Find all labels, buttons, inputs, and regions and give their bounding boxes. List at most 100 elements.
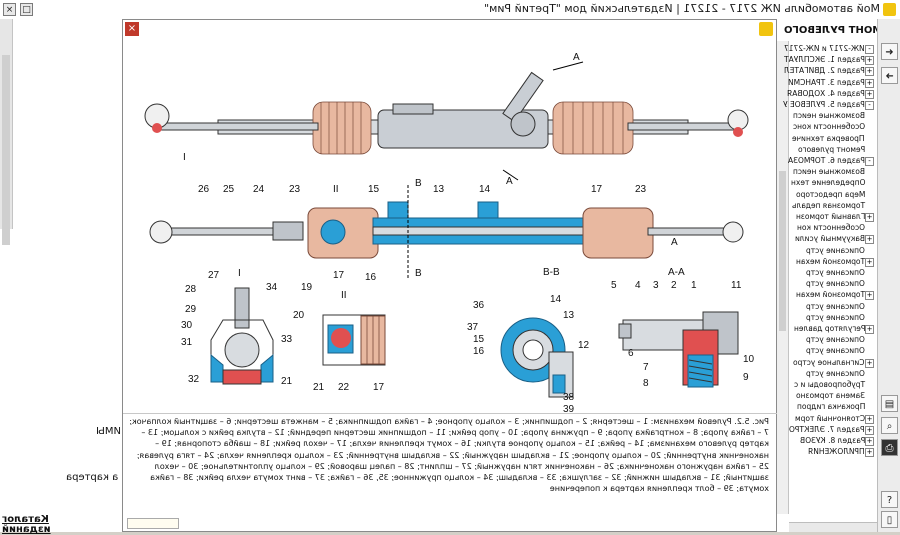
tree-item[interactable]: Проверка техниче: [789, 133, 865, 144]
tree-item[interactable]: Стояночный торм: [789, 413, 865, 424]
expand-icon[interactable]: +: [865, 425, 874, 435]
tree-item[interactable]: Раздел 2. ДВИГАТЕЛ: [784, 65, 865, 76]
folder-icon[interactable]: ▤: [881, 395, 898, 412]
tree-horizontal-scrollbar[interactable]: [789, 522, 877, 532]
expand-icon[interactable]: +: [865, 448, 874, 458]
tree-item[interactable]: Описание устр: [789, 368, 865, 379]
callout-27: 27: [208, 270, 220, 281]
tree-item-label: Описание устр: [806, 301, 865, 311]
app-title: Мой автомобиль ИЖ 2717 - 21271 | Издател…: [483, 2, 880, 15]
callout-9: 9: [743, 372, 749, 383]
detail-II-inner-joint: [322, 314, 386, 366]
tree-item[interactable]: Описание устр: [789, 278, 865, 289]
tree-item-label: Описание устр: [806, 268, 865, 277]
tree-item[interactable]: Регулятор давлен: [789, 323, 865, 334]
collapse-icon[interactable]: -: [865, 45, 874, 54]
expand-icon[interactable]: +: [865, 56, 874, 66]
left-scrollbar[interactable]: [0, 19, 13, 245]
expand-icon[interactable]: +: [865, 325, 874, 334]
tree-item[interactable]: ПРИЛОЖЕНИЯ: [789, 446, 865, 457]
callout-14-mid: 14: [479, 184, 491, 195]
tree-item[interactable]: Мера предосторо: [789, 189, 865, 200]
expand-icon[interactable]: +: [865, 257, 874, 267]
tree-item[interactable]: Раздел 1. ЭКСПЛУАТ: [784, 54, 865, 65]
tree-item[interactable]: Описание устр: [789, 301, 865, 312]
tree-item-label: Описание устр: [806, 346, 865, 356]
tree-item[interactable]: Описание устр: [789, 334, 865, 345]
expand-icon[interactable]: +: [865, 67, 874, 77]
callout-25: 25: [223, 184, 235, 195]
expand-icon[interactable]: +: [865, 437, 874, 446]
tree-item[interactable]: Особенности конс: [789, 121, 865, 132]
callout-30: 30: [181, 320, 193, 331]
tree-item[interactable]: Раздел 7. ЭЛЕКТРО: [789, 424, 865, 435]
tree-item[interactable]: Раздел 5. РУЛЕВОЕ У: [783, 99, 865, 110]
steering-mechanism-drawing: A A I 26 25 24 23 II 15 B 13 14 17 23 17…: [144, 52, 755, 412]
viewer-close-button[interactable]: ×: [125, 22, 139, 36]
tree-item-label: Трубопроводы и с: [793, 380, 865, 389]
left-scrollbar-thumb[interactable]: [2, 55, 10, 245]
tree-item[interactable]: Трубопроводы и с: [789, 379, 865, 390]
expand-icon[interactable]: +: [865, 213, 874, 222]
tree-item[interactable]: Тормозной механ: [789, 289, 865, 300]
label-section-A-bottom: A: [506, 176, 513, 187]
catalog-link-2[interactable]: изданий: [2, 524, 51, 535]
figure-caption: Рис. 5.2. Рулевой механизм: 1 – шестерня…: [129, 417, 769, 494]
tree-item[interactable]: Особенности кон: [789, 222, 865, 233]
background-page: ИМЫ а картера Каталог изданий: [0, 19, 122, 535]
label-section-B-bottom: B: [415, 268, 422, 279]
caption-divider: [123, 413, 778, 414]
label-detail-I: I: [238, 268, 241, 279]
collapse-icon[interactable]: -: [865, 157, 874, 166]
expand-icon[interactable]: +: [865, 291, 874, 301]
tree-item[interactable]: Раздел 4. ХОДОВАЯ: [787, 88, 865, 99]
tree-item[interactable]: Главный тормозн: [789, 211, 865, 222]
tree-item-label: Возможные неисп: [793, 111, 865, 121]
tree-item-label: Раздел 8. КУЗОВ: [799, 436, 865, 445]
tree-item[interactable]: Возможные неисп: [789, 166, 865, 177]
tree-item[interactable]: Описание устр: [789, 312, 865, 323]
tree-item[interactable]: Тормозной механ: [789, 256, 865, 267]
tree-item[interactable]: ИЖ-2717 и ИЖ-2717: [784, 43, 865, 54]
tree-item[interactable]: Раздел 6. ТОРМОЗА: [788, 155, 865, 166]
tree-item[interactable]: Тормозная педаль: [789, 200, 865, 211]
search-icon[interactable]: ⌕: [881, 417, 898, 434]
previous-page-icon[interactable]: ➜: [881, 67, 898, 84]
callout-14-bb: 14: [550, 294, 562, 305]
tree-item[interactable]: Описание устр: [789, 245, 865, 256]
tree-item[interactable]: Вакуумный усили: [789, 233, 865, 244]
collapse-icon[interactable]: -: [865, 101, 874, 110]
tree-item[interactable]: Определение техн: [789, 177, 866, 188]
tree-item[interactable]: Описание устр: [789, 345, 865, 356]
tree-item[interactable]: Раздел 3. ТРАНСМИ: [788, 77, 865, 88]
tree-scrollbar-thumb[interactable]: [779, 171, 786, 331]
tree-item-label: Тормозной механ: [795, 290, 865, 300]
close-window-button[interactable]: ×: [3, 3, 16, 16]
tree-item[interactable]: Описание устр: [789, 267, 865, 278]
expand-icon[interactable]: +: [865, 89, 874, 99]
callout-8: 8: [643, 378, 649, 389]
tree-item[interactable]: Замена тормозно: [789, 390, 865, 401]
tree-item[interactable]: Ремонт рулевого: [789, 144, 865, 155]
tree-item[interactable]: Раздел 8. КУЗОВ: [789, 435, 865, 446]
tree-item-label: Определение техн: [790, 178, 866, 188]
tree-item[interactable]: Сигнальное устро: [789, 357, 865, 368]
expand-icon[interactable]: +: [865, 78, 874, 88]
callout-6: 6: [628, 348, 634, 359]
tree-scrollbar[interactable]: [777, 41, 789, 514]
next-page-icon[interactable]: ➜: [881, 43, 898, 60]
tree-item-label: Регулятор давлен: [793, 324, 865, 333]
tree-item-label: Главный тормозн: [795, 212, 865, 221]
callout-24: 24: [253, 184, 265, 195]
expand-icon[interactable]: +: [865, 414, 874, 424]
exit-icon[interactable]: ▯: [881, 511, 898, 528]
callout-34: 33: [281, 334, 293, 345]
restore-window-button[interactable]: □: [20, 3, 33, 16]
detail-I-ball-joint: [210, 287, 274, 385]
expand-icon[interactable]: +: [865, 235, 874, 245]
expand-icon[interactable]: +: [865, 358, 874, 368]
tree-item[interactable]: Прокачка гидроп: [789, 401, 865, 412]
help-icon[interactable]: ?: [881, 491, 898, 508]
print-icon[interactable]: ⎙: [881, 439, 898, 456]
tree-item[interactable]: Возможные неисп: [789, 110, 865, 121]
